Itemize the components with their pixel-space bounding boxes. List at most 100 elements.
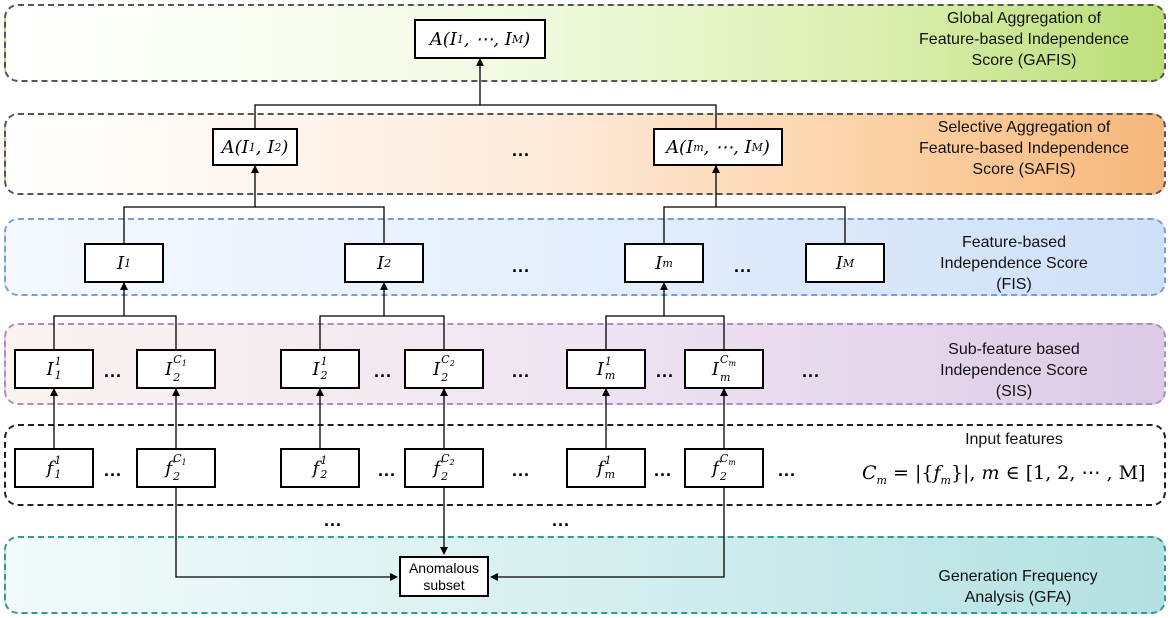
in-2-C-sup-letter: C <box>441 451 450 465</box>
formula-eq: = |{ <box>886 462 934 484</box>
fis-label-line2: Independence Score <box>940 255 1088 272</box>
anomalous-subset-node: Anomalous subset <box>399 556 489 597</box>
sis-1-C-sup: C1 <box>173 354 187 369</box>
fis-ellipsis-2: ... <box>734 256 753 276</box>
agg-m-M-base: A(I <box>666 136 694 158</box>
input-features-label: Input features <box>904 429 1124 450</box>
safis-label-line3: Score (SAFIS) <box>972 161 1076 178</box>
in-2-1-base: f <box>312 457 320 479</box>
sis-label-line2: Independence Score <box>940 362 1088 379</box>
connector-sis-bracket-2 <box>319 315 445 349</box>
fis-label-line3: (FIS) <box>996 276 1032 293</box>
agg-m-M-end: ) <box>762 136 770 158</box>
agg-m-M-mid: , ⋯, I <box>703 136 752 158</box>
gap-ellipsis-2: ... <box>552 510 571 530</box>
connector-fis-bracket-1 <box>123 206 385 243</box>
sis-1-C-sub: 2 <box>173 371 181 385</box>
connector-sis-bracket-m <box>605 315 725 349</box>
sis-m-C-sub: m <box>720 371 731 385</box>
in-2-C-sub: 2 <box>441 470 449 484</box>
input-ellipsis-3: ... <box>512 460 531 480</box>
fis-1-base: I <box>116 252 125 274</box>
arrow-to-anomalous-right <box>490 488 725 581</box>
gfa-label: Generation Frequency Analysis (GFA) <box>908 566 1128 608</box>
fis-2-base: I <box>376 252 385 274</box>
anomalous-label-line2: subset <box>423 576 465 593</box>
connector-fis-bracket-2 <box>663 206 846 243</box>
in-1-C-base: f <box>165 457 173 479</box>
in-1-C-sup: C1 <box>173 453 187 468</box>
gafis-layer <box>4 4 1166 82</box>
sis-m-C-sup: Cm <box>720 352 737 369</box>
agg-1-2-end: ) <box>281 136 289 158</box>
fis-label: Feature-based Independence Score (FIS) <box>904 232 1124 295</box>
safis-ellipsis: ... <box>512 140 531 160</box>
fis-M-base: I <box>835 252 843 274</box>
sis-1-1-sup: 1 <box>54 355 62 368</box>
sis-ellipsis-4: ... <box>656 361 675 381</box>
sis-m-1-base: I <box>596 358 604 380</box>
in-m-1-base: f <box>596 457 604 479</box>
in-m-C-base: f <box>712 457 719 479</box>
sis-m-C-sup-letter: C <box>720 352 729 366</box>
in-1-C-sup-index: 1 <box>181 458 187 468</box>
gfa-label-line1: Generation Frequency <box>938 568 1098 585</box>
gfa-label-line2: Analysis (GFA) <box>964 589 1072 606</box>
formula-lhs: C <box>862 462 877 484</box>
global-agg-base: A(I <box>429 28 457 50</box>
global-agg-mid: , ⋯, I <box>463 28 512 50</box>
input-ellipsis-5: ... <box>778 460 797 480</box>
in-m-C-sup: Cm <box>720 453 736 468</box>
gap-ellipsis-1: ... <box>324 510 343 530</box>
fis-m-base: I <box>655 252 663 274</box>
gfa-layer <box>4 536 1166 614</box>
sis-2-C-sup: C2 <box>441 354 455 369</box>
safis-label-line1: Selective Aggregation of <box>937 119 1111 136</box>
fis-1-sub: 1 <box>124 256 132 270</box>
formula-range: ∈ [1, 2, ⋯ , M] <box>999 462 1146 484</box>
in-2-C-base: f <box>433 457 441 479</box>
global-agg-sub2: M <box>511 32 524 46</box>
sis-m-C-base: I <box>711 358 720 380</box>
sis-m-1-sup: 1 <box>604 355 612 368</box>
input-features-label-line1: Input features <box>965 431 1063 448</box>
sis-ellipsis-1: ... <box>104 361 123 381</box>
safis-layer <box>4 113 1166 195</box>
input-ellipsis-1: ... <box>104 460 123 480</box>
in-m-1-sup: 1 <box>604 454 612 467</box>
sis-2-1-sup: 1 <box>320 355 328 368</box>
sis-ellipsis-2: ... <box>374 361 393 381</box>
sis-1-1-base: I <box>46 358 54 380</box>
fis-2-sub: 2 <box>384 256 392 270</box>
input-ellipsis-2: ... <box>378 460 397 480</box>
in-m-C-sup-index: m <box>728 458 736 468</box>
arrow-to-anomalous-left <box>175 488 398 581</box>
gafis-label-line1: Global Aggregation of <box>947 10 1101 27</box>
fis-m-sub: m <box>662 256 673 270</box>
connector-sis-bracket-1 <box>53 315 177 349</box>
gafis-label: Global Aggregation of Feature-based Inde… <box>894 8 1154 71</box>
agg-1-2-sub1: 1 <box>248 140 256 154</box>
in-2-1-sub: 2 <box>320 468 328 481</box>
sis-label-line1: Sub-feature based <box>948 341 1080 358</box>
sis-2-C-base: I <box>433 358 441 380</box>
sis-ellipsis-3: ... <box>512 361 531 381</box>
formula-f-sub: m <box>940 473 951 487</box>
formula-f: f <box>933 462 941 484</box>
sis-m-1-sub: m <box>604 369 616 382</box>
formula-m: m <box>981 462 1000 484</box>
sis-m-C-sup-index: m <box>728 359 737 369</box>
